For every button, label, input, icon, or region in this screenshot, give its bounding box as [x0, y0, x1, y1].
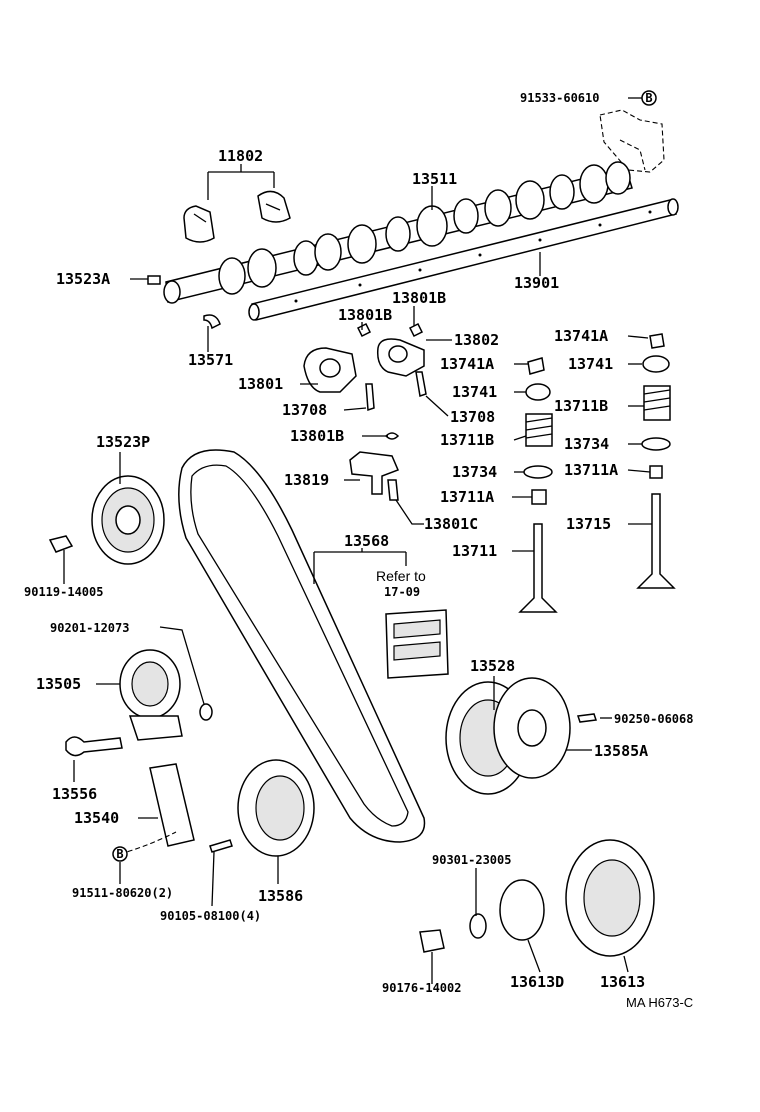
label-13741-1: 13741 — [568, 355, 613, 373]
bolt-badge-top: B — [641, 90, 657, 106]
label-13711a-2: 13711A — [440, 488, 494, 506]
label-13734-2: 13734 — [452, 463, 497, 481]
label-13505: 13505 — [36, 675, 81, 693]
label-11802: 11802 — [218, 147, 263, 165]
label-13613: 13613 — [600, 973, 645, 991]
refer-note-line1: Refer to — [376, 568, 426, 584]
label-13511: 13511 — [412, 170, 457, 188]
bolt-badge-bottom-letter: B — [116, 847, 123, 861]
tensioner-parts-illustration — [65, 736, 233, 862]
camshaft-illustration — [163, 161, 633, 304]
label-13708-2: 13708 — [450, 408, 495, 426]
label-13801b-2: 13801B — [338, 306, 392, 324]
label-13711b-2: 13711B — [440, 431, 494, 449]
small-parts-camshaft — [147, 275, 221, 330]
label-13734-1: 13734 — [564, 435, 609, 453]
label-13708-1: 13708 — [282, 401, 327, 419]
label-13571: 13571 — [188, 351, 233, 369]
label-90301-23005: 90301-23005 — [432, 853, 511, 867]
refer-note-line2: 17-09 — [384, 585, 420, 599]
label-90105-08100: 90105-08100(4) — [160, 909, 261, 923]
label-13568: 13568 — [344, 532, 389, 550]
label-13741a-2: 13741A — [440, 355, 494, 373]
label-13802: 13802 — [454, 331, 499, 349]
label-13540: 13540 — [74, 809, 119, 827]
label-13801b-3: 13801B — [290, 427, 344, 445]
label-91511-80620: 91511-80620(2) — [72, 886, 173, 900]
leader-lines — [63, 97, 652, 984]
rocker-shaft-illustration — [248, 198, 679, 321]
belt-guide-box-illustration — [385, 609, 449, 679]
label-13523p: 13523P — [96, 433, 150, 451]
camshaft-timing-pulley-illustration — [48, 475, 165, 565]
valve-assembly-illustrations — [518, 333, 676, 613]
label-91533-60610: 91533-60610 — [520, 91, 599, 105]
camshaft-bearing-cap-illustration — [599, 109, 665, 173]
rocker-shaft-support-illustration — [349, 451, 399, 501]
label-13613d: 13613D — [510, 973, 564, 991]
idler-pulley-illustration — [119, 649, 213, 741]
label-90201-12073: 90201-12073 — [50, 621, 129, 635]
label-13586: 13586 — [258, 887, 303, 905]
label-13801c: 13801C — [424, 515, 478, 533]
crankshaft-pulley-illustrations — [237, 677, 655, 957]
label-13523a: 13523A — [56, 270, 110, 288]
label-13901: 13901 — [514, 274, 559, 292]
label-13711b-1: 13711B — [554, 397, 608, 415]
label-13715: 13715 — [566, 515, 611, 533]
bolt-badge-bottom: B — [116, 847, 123, 861]
label-13711: 13711 — [452, 542, 497, 560]
label-13711a-1: 13711A — [564, 461, 618, 479]
label-90119-14005: 90119-14005 — [24, 585, 103, 599]
label-90250-06068: 90250-06068 — [614, 712, 693, 726]
timing-belt-illustration — [178, 449, 426, 843]
label-13528: 13528 — [470, 657, 515, 675]
label-13801b-1: 13801B — [392, 289, 446, 307]
label-90176-14002: 90176-14002 — [382, 981, 461, 995]
rocker-arm-illustrations — [303, 322, 427, 440]
label-13819: 13819 — [284, 471, 329, 489]
label-13556: 13556 — [52, 785, 97, 803]
label-13741-2: 13741 — [452, 383, 497, 401]
label-13801: 13801 — [238, 375, 283, 393]
camshaft-bearing-halves-illustration — [183, 190, 291, 243]
drawing-code: MA H673-C — [626, 995, 693, 1010]
bolt-badge-top-letter: B — [645, 91, 652, 105]
label-13585a: 13585A — [594, 742, 648, 760]
label-13741a-1: 13741A — [554, 327, 608, 345]
